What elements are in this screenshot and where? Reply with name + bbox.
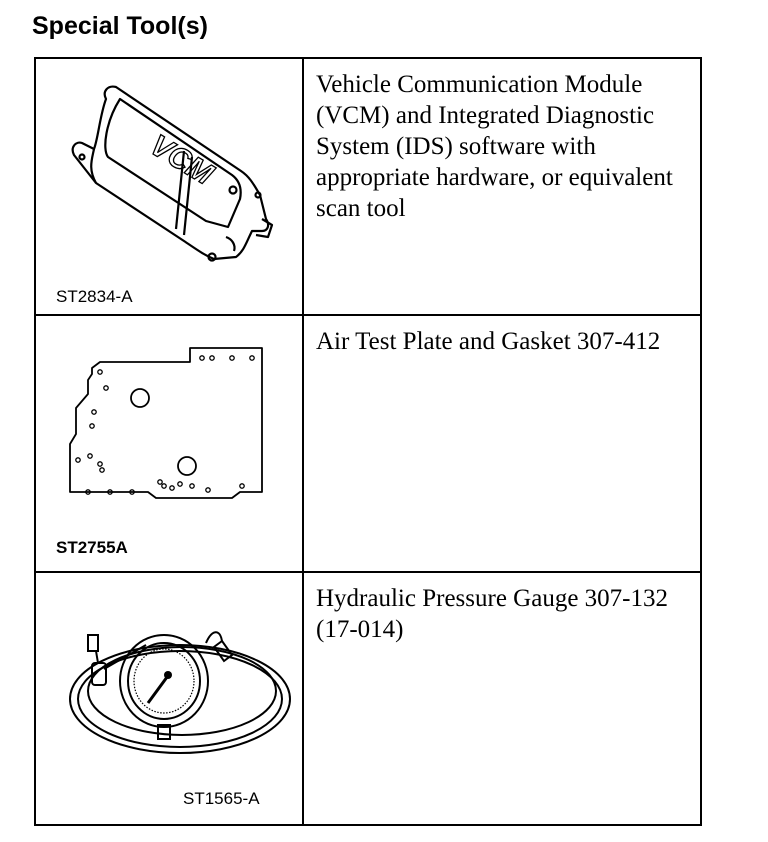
page-title: Special Tool(s) — [32, 12, 208, 40]
tool-illustration-cell — [36, 316, 304, 571]
tool-description: Hydraulic Pressure Gauge 307-132 (17-014… — [316, 585, 668, 643]
vcm-logo-text: VCM — [144, 129, 219, 192]
table-row: VCM ST2834-A Vehicle Communication Modul… — [36, 59, 700, 316]
tool-illustration-cell: VCM — [36, 59, 304, 314]
illustration-id: ST2755A — [56, 538, 128, 557]
tool-description: Air Test Plate and Gasket 307-412 — [316, 328, 661, 355]
pressure-gauge-illustration — [69, 631, 291, 754]
tool-illustration-cell — [36, 573, 304, 824]
illustration-id: ST2834-A — [56, 287, 133, 306]
table-row: ST2755A Air Test Plate and Gasket 307-41… — [36, 316, 700, 573]
special-tools-table: VCM ST2834-A Vehicle Communication Modul… — [34, 57, 702, 826]
tool-description: Vehicle Communication Module (VCM) and I… — [316, 71, 673, 222]
air-test-plate-illustration — [69, 347, 263, 499]
table-row: ST1565-A Hydraulic Pressure Gauge 307-13… — [36, 573, 700, 824]
illustration-id: ST1565-A — [183, 789, 260, 808]
vcm-module-illustration: VCM — [71, 85, 274, 262]
